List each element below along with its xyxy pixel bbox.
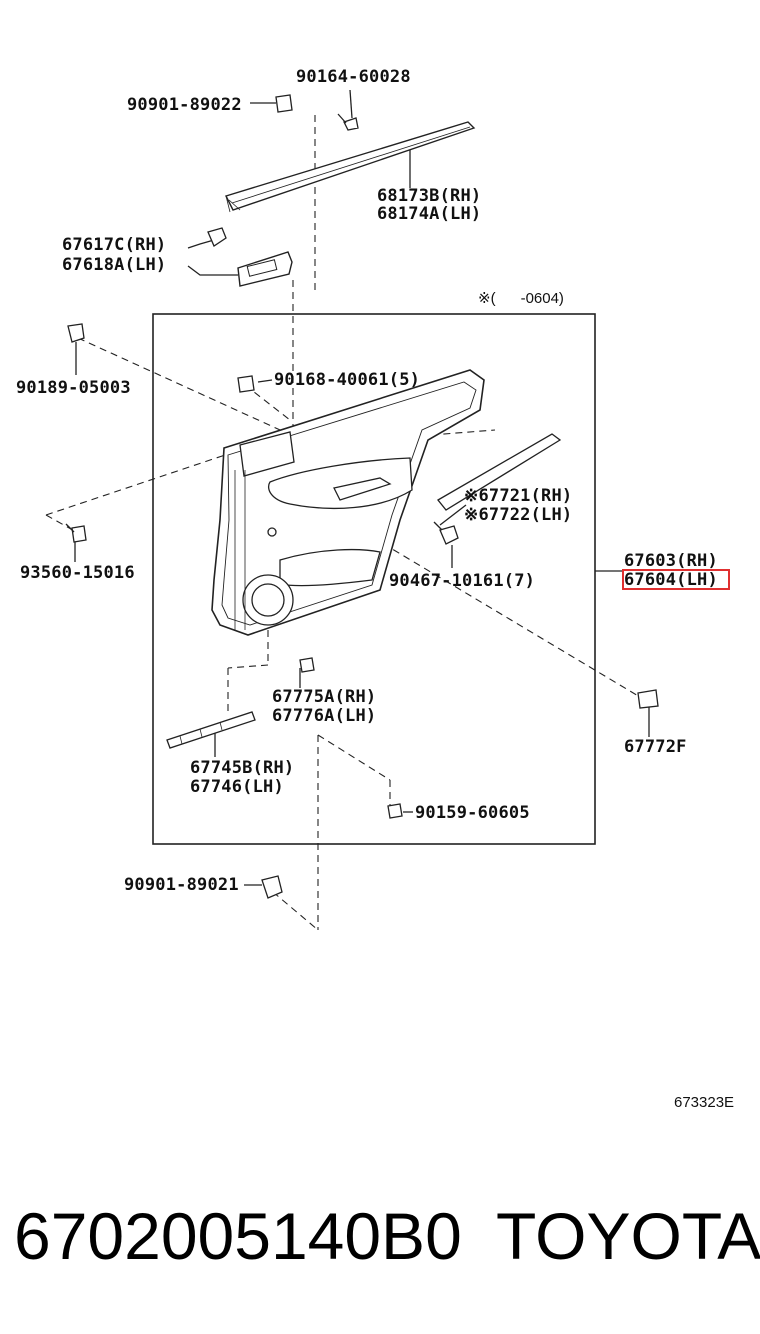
label-production-note: ※( -0604) <box>478 290 564 307</box>
door-trim-panel <box>211 369 485 636</box>
label-90901-89022: 90901-89022 <box>127 95 242 115</box>
label-67775a: 67775A(RH) <box>272 687 377 707</box>
label-93560-15016: 93560-15016 <box>20 563 135 583</box>
label-67776a: 67776A(LH) <box>272 706 377 726</box>
label-67604: 67604(LH) <box>624 570 718 590</box>
cover-67772f <box>637 689 659 709</box>
reflector-strip-67745b <box>166 711 256 749</box>
clip-90901-89021 <box>261 875 283 899</box>
label-67603: 67603(RH) <box>624 551 718 571</box>
diagram-reference-code: 673323E <box>674 1094 735 1111</box>
clip-67617 <box>207 227 227 247</box>
label-67746: 67746(LH) <box>190 777 284 797</box>
label-67617c: 67617C(RH) <box>62 235 167 255</box>
label-67618a: 67618A(LH) <box>62 255 167 275</box>
label-90901-89021: 90901-89021 <box>124 875 239 895</box>
label-90159-60605: 90159-60605 <box>415 803 530 823</box>
screw-90168 <box>237 375 255 393</box>
clip-90901-89022 <box>275 94 293 113</box>
label-67772f: 67772F <box>624 737 687 757</box>
screw-93560 <box>71 525 87 543</box>
label-68174a: 68174A(LH) <box>377 204 482 224</box>
part-number: 6702005140B0 <box>14 1199 462 1273</box>
clip-90467 <box>439 525 459 545</box>
label-90168-40061: 90168-40061(5) <box>274 370 421 390</box>
screw-90164 <box>343 117 359 131</box>
label-90164-60028: 90164-60028 <box>296 67 411 87</box>
label-67745b: 67745B(RH) <box>190 758 295 778</box>
brand-name: TOYOTA <box>496 1199 760 1273</box>
highlight-box <box>622 569 730 590</box>
label-67721: ※67721(RH) <box>464 486 573 506</box>
clip-90189 <box>67 323 85 343</box>
garnish-67721 <box>437 433 562 511</box>
screw-90159 <box>387 803 403 819</box>
inside-handle-bezel <box>237 251 293 287</box>
label-68173b: 68173B(RH) <box>377 186 482 206</box>
assembly-frame <box>152 313 596 845</box>
label-67722: ※67722(LH) <box>464 505 573 525</box>
clip-67775a <box>299 657 315 673</box>
label-90467-10161: 90467-10161(7) <box>389 571 536 591</box>
label-90189-05003: 90189-05003 <box>16 378 131 398</box>
belt-weatherstrip <box>225 121 476 211</box>
